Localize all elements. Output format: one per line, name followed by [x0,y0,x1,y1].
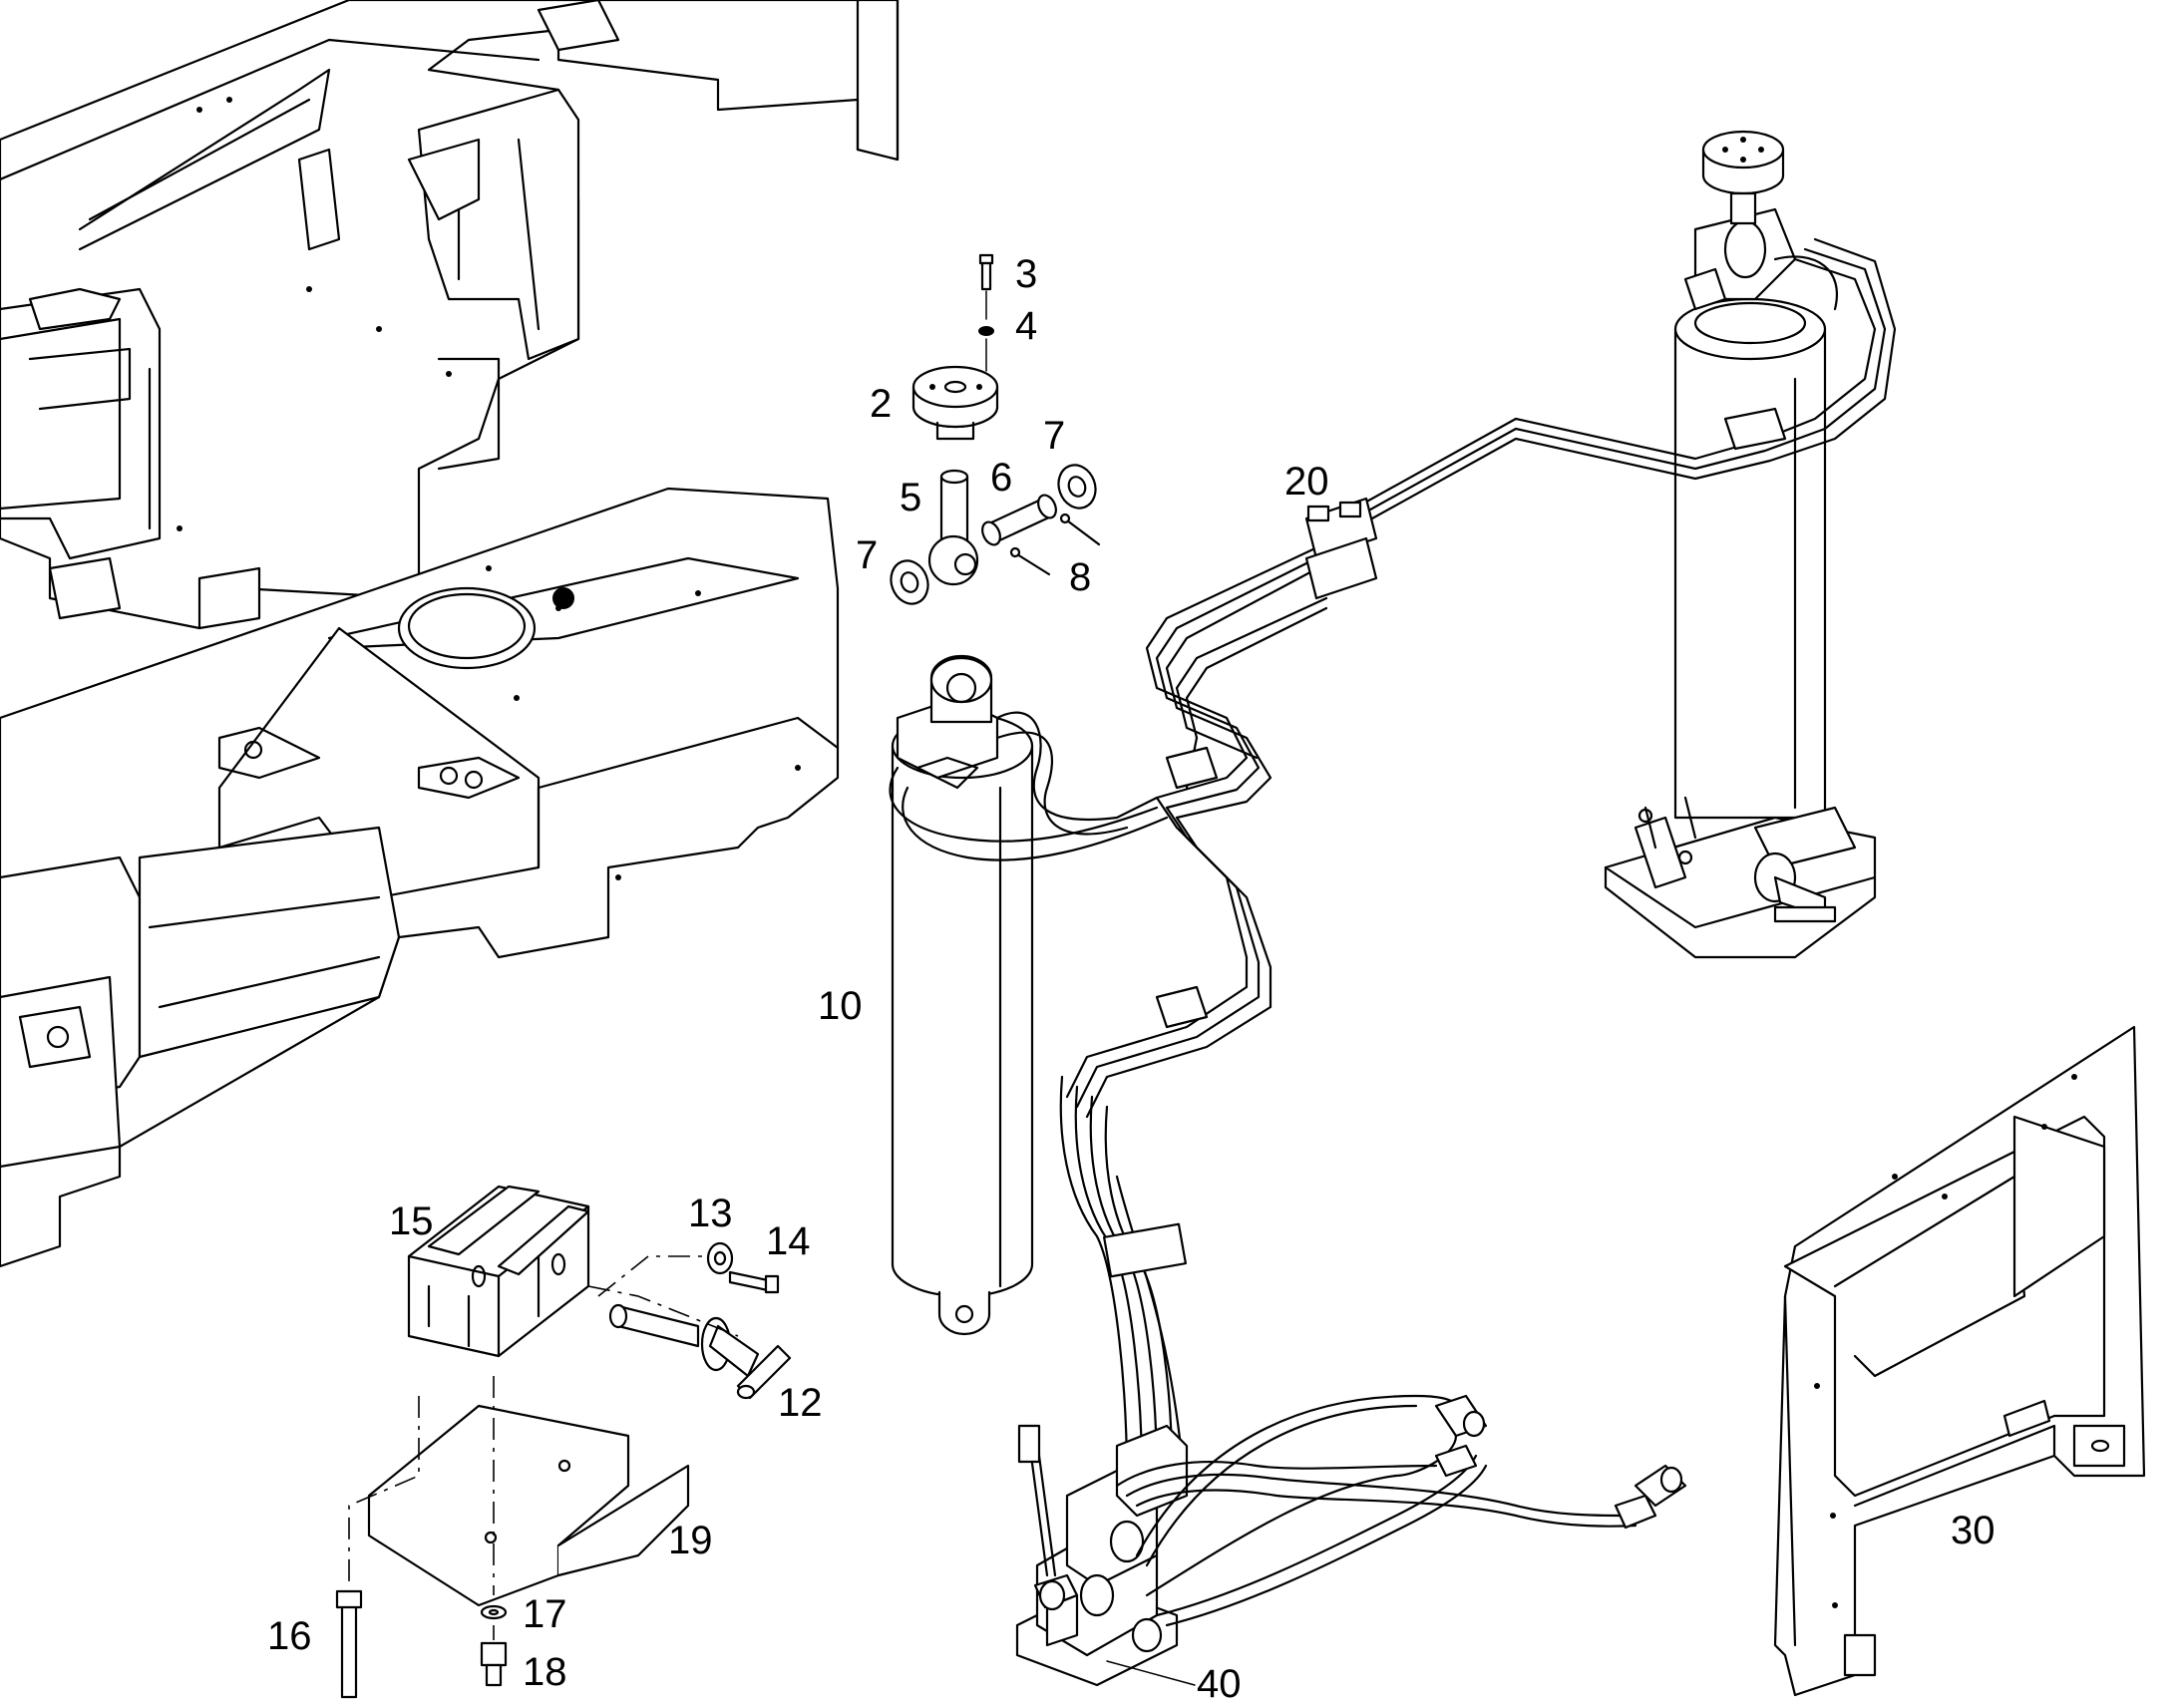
label-part-20: 20 [1284,460,1329,504]
label-part-10: 10 [818,984,863,1028]
part-cotter-pin-8 [1009,512,1101,576]
hydraulic-cylinder-10 [891,654,1034,1336]
valve-hoses [1115,1394,1687,1627]
part-labels: 2 3 4 5 6 7 7 8 10 12 13 14 15 16 17 18 … [267,252,1996,1706]
label-part-3: 3 [1015,252,1037,296]
chassis-frame-upper [0,0,900,630]
part-bolt-18 [480,1641,508,1687]
part-bolt-16 [335,1589,363,1699]
label-part-13: 13 [688,1192,733,1235]
label-part-5: 5 [900,476,921,519]
hydraulic-cylinder-right [1604,130,1877,959]
part-pin-5 [927,469,979,586]
leader-line-40 [1106,1660,1196,1686]
label-part-17: 17 [523,1592,567,1636]
assembly-dash-lines [348,1255,739,1640]
frame-bracket-30 [1773,1025,2146,1697]
control-valve-40 [1015,1424,1189,1687]
label-part-19: 19 [668,1519,713,1562]
part-screw-14 [728,1270,780,1294]
part-pin-12 [608,1303,792,1400]
part-bracket-15 [407,1185,590,1358]
part-sleeve-6 [981,494,1057,546]
part-washer-7a [1057,464,1097,510]
label-part-30: 30 [1951,1509,1996,1552]
part-washer-7b [890,559,929,605]
chassis-frame-lower [0,487,840,1268]
label-part-4: 4 [1015,304,1037,348]
part-washer-13 [706,1241,734,1275]
part-plate-19 [367,1404,690,1607]
label-part-6: 6 [990,456,1012,500]
label-part-7a: 7 [1043,414,1065,458]
label-part-7b: 7 [856,533,878,577]
part-bolt-3 [978,253,994,320]
label-part-40: 40 [1197,1662,1242,1706]
part-washer-4 [978,326,994,372]
label-part-18: 18 [523,1650,567,1694]
label-part-2: 2 [870,382,892,426]
label-part-15: 15 [389,1199,434,1243]
part-washer-17 [480,1604,508,1620]
label-part-14: 14 [766,1219,811,1263]
part-cap-2 [911,365,999,441]
label-part-12: 12 [778,1381,823,1425]
hydraulic-lines-20 [889,237,1897,1478]
label-part-16: 16 [267,1614,312,1658]
label-part-8: 8 [1069,555,1091,599]
